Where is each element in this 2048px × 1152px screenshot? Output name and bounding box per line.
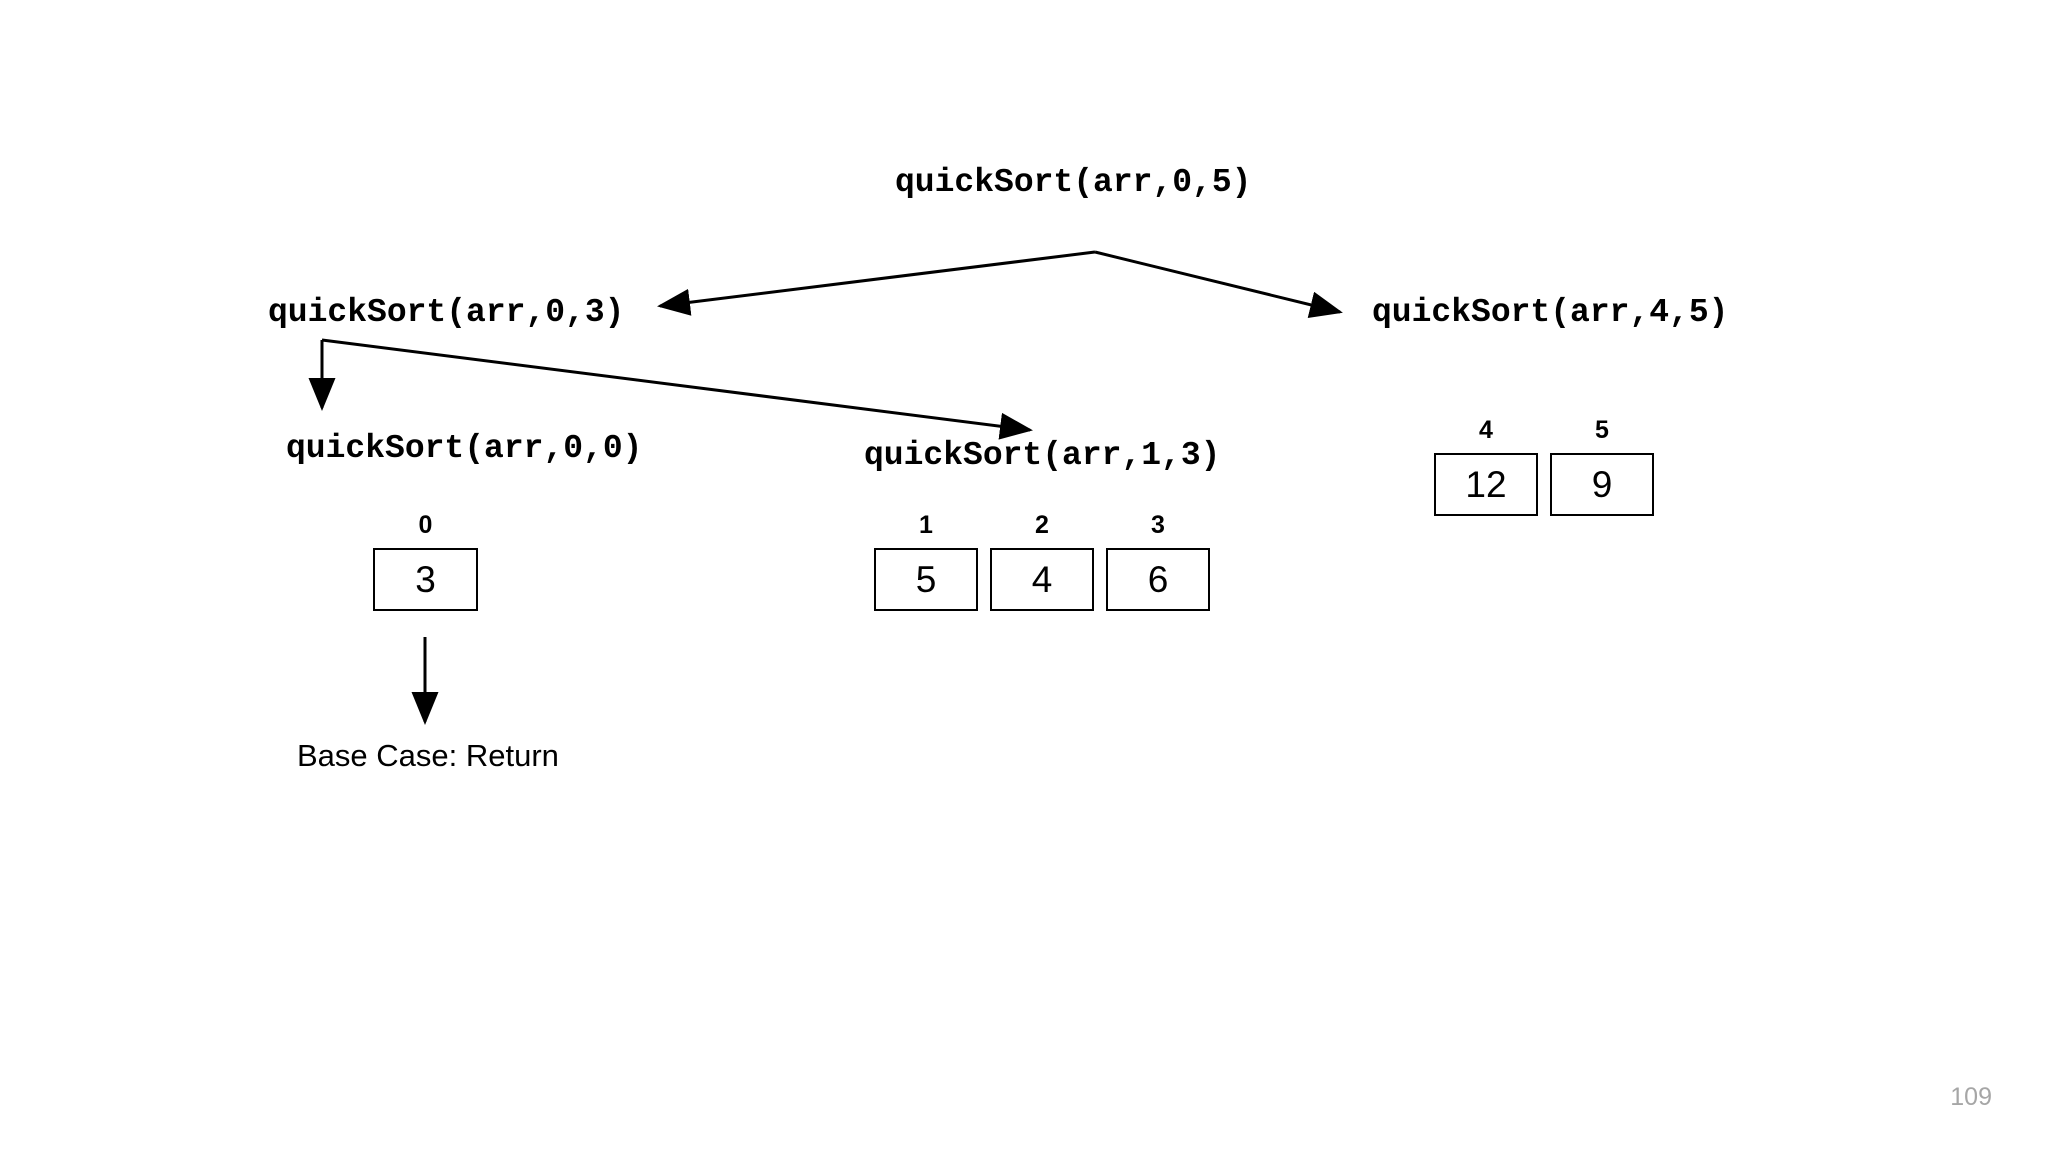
call-label-right-child: quickSort(arr,4,5)	[1372, 294, 1729, 331]
cell-index: 2	[1035, 511, 1049, 539]
cell-index: 3	[1151, 511, 1165, 539]
cell-value: 3	[373, 548, 478, 611]
cell-index: 5	[1595, 416, 1609, 444]
cell-value: 5	[874, 548, 978, 611]
cell-value: 9	[1550, 453, 1654, 516]
array-middle: 1 5 2 4 3 6	[874, 513, 1210, 611]
arrow-root-to-left-child	[657, 250, 1096, 316]
arrow-left-child-to-leaf-13	[321, 338, 1033, 440]
slide-number: 109	[1950, 1083, 1992, 1111]
call-label-root: quickSort(arr,0,5)	[895, 164, 1252, 201]
array-left: 0 3	[373, 513, 478, 611]
call-label-leaf-00: quickSort(arr,0,0)	[286, 430, 643, 467]
cell-index: 1	[919, 511, 933, 539]
cell-value: 12	[1434, 453, 1538, 516]
cell-value: 6	[1106, 548, 1210, 611]
array-cell: 3 6	[1106, 513, 1210, 611]
cell-index: 4	[1479, 416, 1493, 444]
base-case-note: Base Case: Return	[297, 738, 559, 773]
array-cell: 5 9	[1550, 418, 1654, 516]
cell-value: 4	[990, 548, 1094, 611]
array-cell: 0 3	[373, 513, 478, 611]
arrow-root-to-right-child	[1094, 250, 1343, 318]
cell-index: 0	[418, 511, 433, 539]
array-cell: 2 4	[990, 513, 1094, 611]
array-cell: 4 12	[1434, 418, 1538, 516]
array-cell: 1 5	[874, 513, 978, 611]
call-label-leaf-13: quickSort(arr,1,3)	[864, 437, 1221, 474]
call-label-left-child: quickSort(arr,0,3)	[268, 294, 625, 331]
array-right: 4 12 5 9	[1434, 418, 1654, 516]
